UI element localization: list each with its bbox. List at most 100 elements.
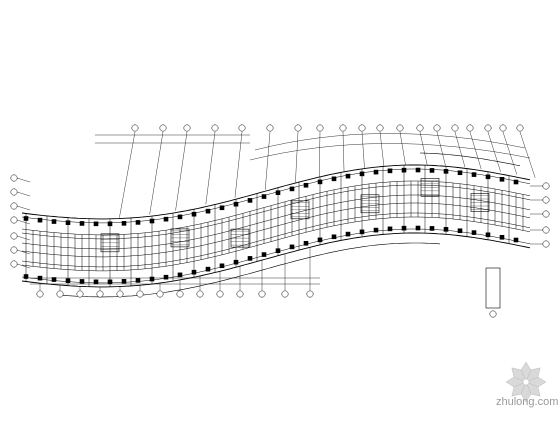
wall-line (419, 152, 521, 167)
column (191, 211, 197, 217)
grid-bubble (466, 124, 474, 132)
column (65, 220, 71, 225)
wall-line (21, 168, 531, 224)
column (107, 279, 113, 285)
column (247, 198, 253, 203)
column (317, 237, 323, 243)
grid-bubble (306, 290, 314, 298)
column (79, 279, 85, 284)
column (317, 179, 323, 185)
column (359, 171, 365, 177)
grid-line (16, 177, 31, 183)
wall-line (21, 212, 531, 268)
grid-line (419, 131, 428, 166)
column (51, 219, 57, 224)
column (93, 221, 99, 227)
grid-bubble (489, 310, 497, 318)
column (275, 248, 281, 253)
grid-bubble (10, 246, 18, 254)
column (121, 279, 127, 284)
grid-bubble (542, 210, 550, 218)
grid-line (295, 131, 299, 183)
wall-line (21, 184, 531, 240)
wall-line (21, 202, 531, 258)
grid-bubble (542, 226, 550, 234)
grid-line (16, 219, 31, 225)
grid-bubble (433, 124, 441, 132)
column (135, 278, 141, 283)
grid-bubble (339, 124, 347, 132)
grid-bubble (10, 202, 18, 210)
grid-bubble (136, 290, 144, 298)
grid-bubble (451, 124, 459, 132)
column (177, 272, 183, 278)
grid-line (502, 131, 518, 175)
grid-bubble (183, 124, 191, 132)
column (149, 218, 155, 224)
grid-line (319, 131, 321, 177)
grid-bubble (416, 124, 424, 132)
grid-bubble (294, 124, 302, 132)
column (121, 221, 127, 226)
column (345, 173, 351, 179)
column (163, 216, 169, 222)
column (429, 168, 435, 173)
wall-line (59, 285, 201, 298)
column (415, 167, 421, 173)
grid-bubble (10, 174, 18, 182)
logo-center (522, 378, 530, 386)
grid-bubble (10, 188, 18, 196)
logo-petal-shape (511, 367, 527, 383)
column (65, 278, 71, 283)
column (149, 276, 155, 282)
column (303, 182, 309, 188)
column (289, 244, 295, 250)
grid-bubble (376, 124, 384, 132)
grid-bubble (76, 290, 84, 298)
column (275, 190, 281, 195)
grid-bubble (96, 290, 104, 298)
column (23, 216, 29, 221)
column (387, 226, 393, 232)
grid-bubble (542, 196, 550, 204)
column (23, 274, 29, 279)
wall-line (21, 216, 531, 272)
column (401, 225, 407, 231)
grid-bubble (116, 290, 124, 298)
column (387, 168, 393, 174)
grid-line (205, 131, 216, 205)
column (499, 234, 505, 240)
grid-bubble (281, 290, 289, 298)
grid-line (16, 205, 31, 211)
grid-line (16, 263, 31, 269)
grid-bubble (10, 232, 18, 240)
watermark-text: zhulong.com (496, 396, 559, 408)
column (205, 266, 211, 272)
grid-bubble (211, 124, 219, 132)
grid-line (379, 131, 385, 167)
grid-bubble (358, 124, 366, 132)
grid-bubble (10, 260, 18, 268)
grid-bubble (542, 182, 550, 190)
grid-line (469, 131, 482, 170)
column (471, 230, 477, 235)
grid-line (175, 131, 188, 211)
column (191, 269, 197, 275)
wall-line (21, 164, 531, 220)
grid-bubble (484, 124, 492, 132)
grid-line (119, 131, 136, 218)
column (261, 194, 267, 199)
column (219, 263, 225, 269)
grid-bubble (36, 290, 44, 298)
grid-bubble (236, 290, 244, 298)
wall-line (21, 194, 531, 250)
column (513, 179, 519, 185)
column (135, 220, 141, 225)
grid-bubble (10, 216, 18, 224)
column (261, 252, 267, 257)
grid-axis-bubbles (10, 124, 550, 318)
column (457, 170, 463, 176)
grid-bubble (176, 290, 184, 298)
wall-line (21, 180, 531, 236)
grid-bubble (131, 124, 139, 132)
